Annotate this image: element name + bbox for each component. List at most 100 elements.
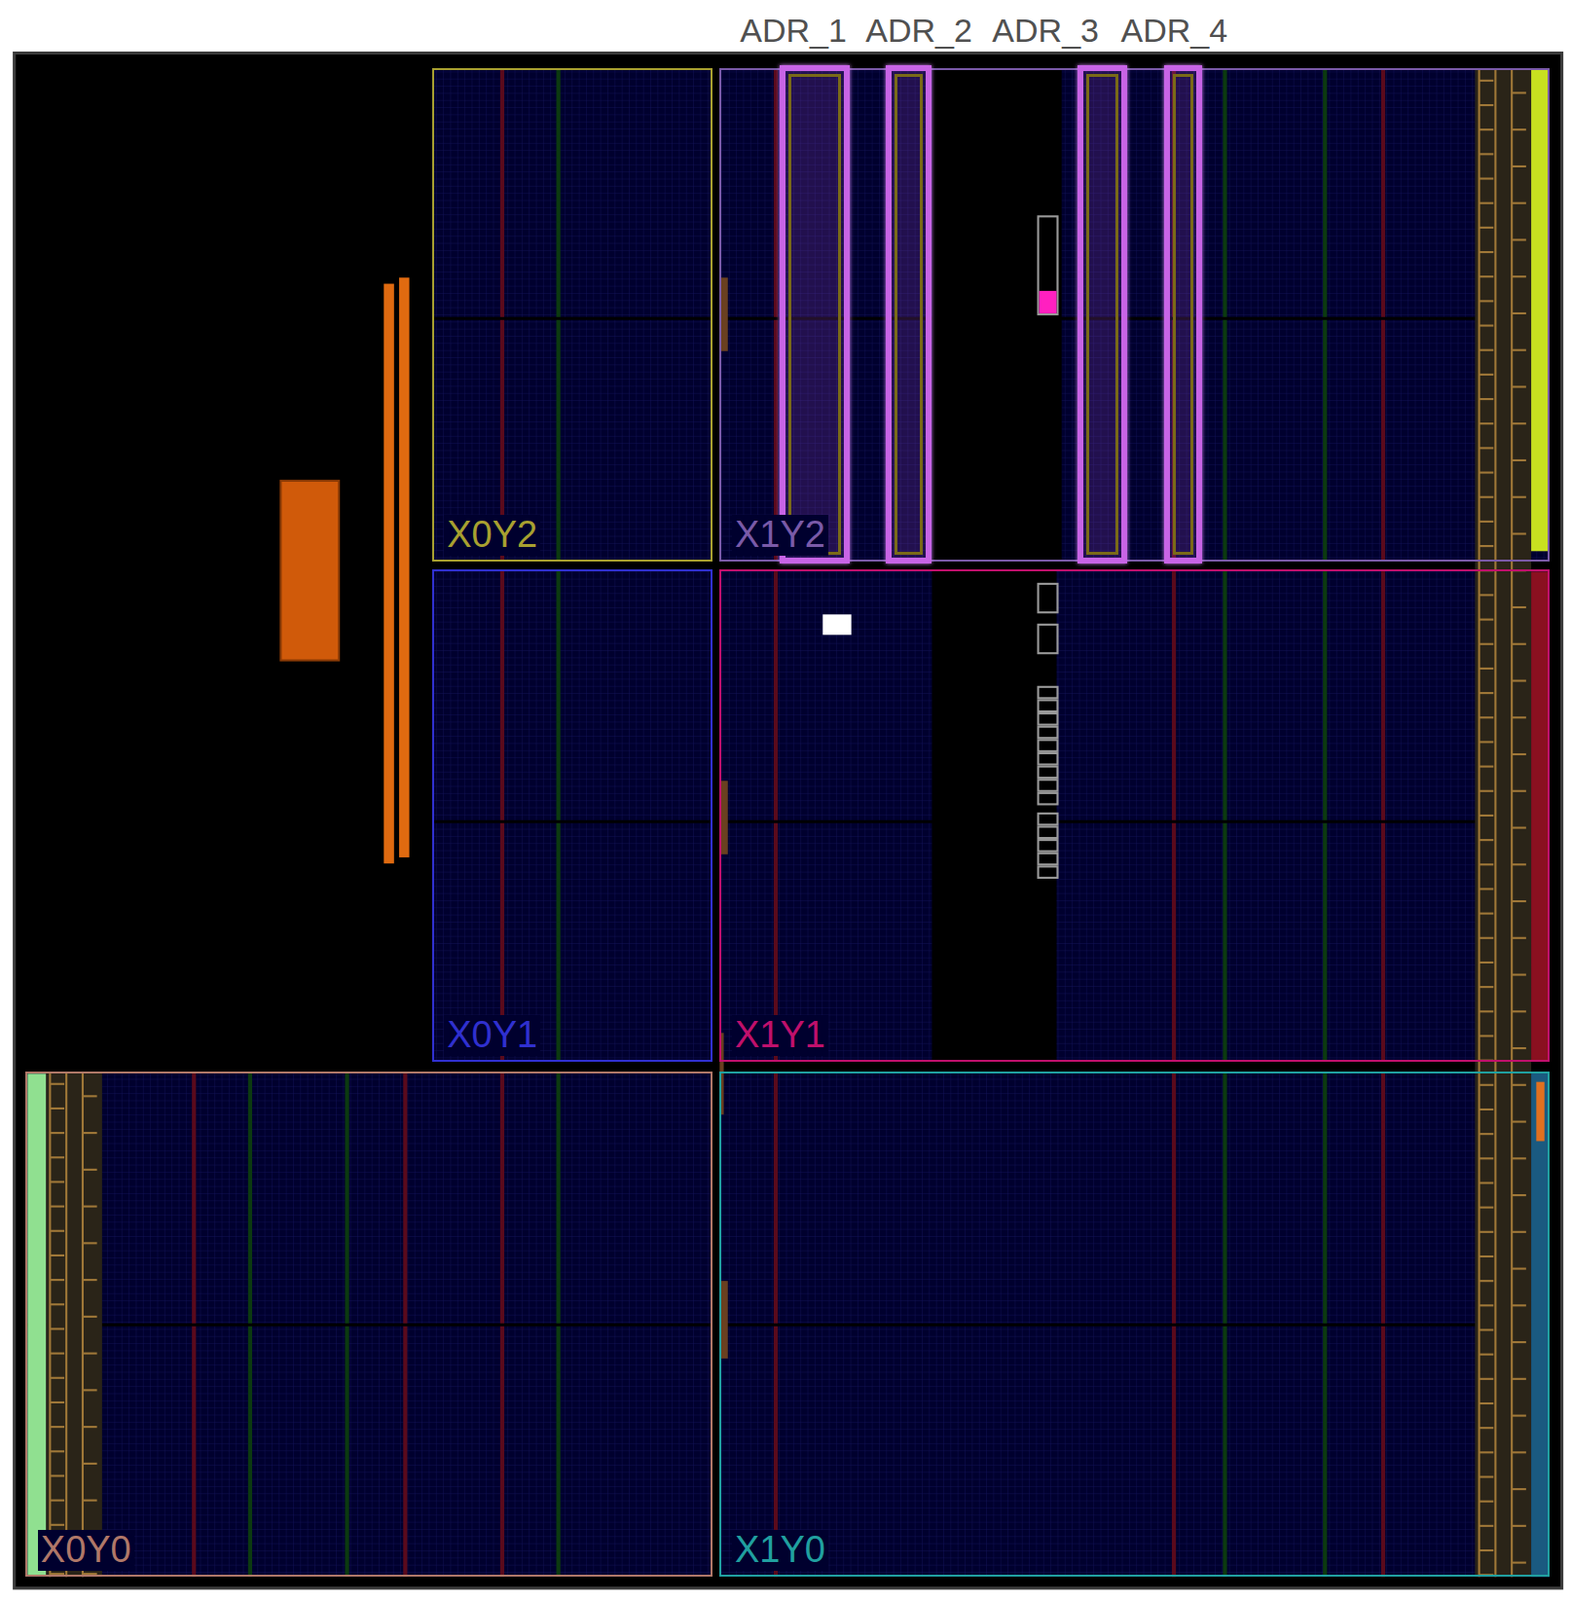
io-tick: [1511, 312, 1527, 315]
io-tick: [1511, 496, 1527, 499]
io-tick: [1479, 1402, 1495, 1405]
io-tick: [1479, 104, 1495, 107]
cell-site: [1038, 813, 1059, 826]
io-tick: [1479, 1378, 1495, 1381]
io-tick: [49, 1352, 65, 1355]
cell-site: [1038, 793, 1059, 805]
cell-column: [1038, 216, 1059, 315]
resource-column: [1322, 569, 1327, 1061]
pblock-label: ADR_4: [1121, 12, 1229, 49]
io-tick: [1511, 1378, 1527, 1381]
io-tick: [1479, 1426, 1495, 1429]
io-tick: [1479, 1304, 1495, 1307]
io-tick: [49, 1083, 65, 1086]
resource-column: [773, 569, 778, 1061]
placed-column: [383, 284, 394, 865]
io-tick: [1479, 226, 1495, 229]
clock-region: X1Y2ADR_1ADR_2ADR_3ADR_4: [719, 68, 1550, 562]
io-tick: [82, 1425, 98, 1428]
io-tick: [1511, 165, 1527, 168]
io-rail: [1478, 68, 1481, 1577]
io-tick: [1511, 128, 1527, 131]
cell-site: [1038, 727, 1059, 739]
placed-block: [280, 480, 339, 661]
io-tick: [1511, 1525, 1527, 1528]
io-rail: [1510, 68, 1513, 1577]
io-tick: [49, 1303, 65, 1306]
io-tick: [1511, 900, 1527, 903]
io-tick: [1479, 520, 1495, 523]
io-bank-mark: [1535, 1082, 1544, 1142]
resource-column: [773, 68, 778, 562]
pblock-inner-outline: [1086, 73, 1118, 555]
region-label: X0Y0: [37, 1530, 135, 1571]
pblock: ADR_1: [779, 65, 849, 564]
io-tick: [1511, 1084, 1527, 1087]
io-tick: [1479, 177, 1495, 180]
io-tick: [1479, 496, 1495, 499]
io-tick: [1479, 619, 1495, 622]
io-tick: [49, 1254, 65, 1257]
io-tick: [1479, 863, 1495, 866]
io-tick: [1511, 349, 1527, 352]
io-tick: [1511, 238, 1527, 241]
io-tick: [1479, 1181, 1495, 1184]
io-tick: [1479, 545, 1495, 548]
clock-region: X0Y0: [25, 1071, 713, 1577]
io-tick: [1479, 740, 1495, 743]
clock-region: X1Y1: [719, 569, 1550, 1061]
io-tick: [1511, 1488, 1527, 1491]
io-tick: [1479, 472, 1495, 475]
io-tick: [82, 1132, 98, 1134]
clock-row-divider: [432, 317, 713, 321]
io-tick: [82, 1388, 98, 1391]
io-tick: [1479, 349, 1495, 352]
io-tick: [1479, 1132, 1495, 1135]
io-tick: [1511, 275, 1527, 278]
io-tick: [1511, 1415, 1527, 1418]
io-tick: [49, 1156, 65, 1159]
region-label: X0Y2: [443, 514, 541, 556]
io-tick: [1479, 446, 1495, 449]
pblock-label: ADR_2: [865, 12, 973, 49]
io-tick: [82, 1095, 98, 1097]
resource-column: [1222, 68, 1227, 562]
resource-column: [1222, 569, 1227, 1061]
io-tick: [1479, 937, 1495, 940]
io-tick: [1511, 1304, 1527, 1307]
io-tick: [82, 1205, 98, 1208]
region-label: X1Y2: [731, 514, 829, 556]
io-tick: [1479, 1255, 1495, 1258]
io-tick: [1479, 766, 1495, 768]
io-tick: [1479, 1525, 1495, 1528]
clock-row-divider: [25, 1323, 713, 1327]
io-tick: [1479, 961, 1495, 964]
cell-site: [1038, 826, 1059, 839]
pblock-label: ADR_3: [991, 12, 1099, 49]
io-tick: [1511, 937, 1527, 940]
placed-column: [399, 277, 409, 858]
clock-region: X0Y1: [432, 569, 713, 1061]
io-tick: [49, 1425, 65, 1428]
fabric-grid: [719, 569, 1550, 1061]
io-tick: [1479, 275, 1495, 278]
io-tick: [1511, 91, 1527, 94]
io-tick: [82, 1499, 98, 1502]
clock-region: X0Y2: [432, 68, 713, 562]
resource-column: [1171, 569, 1176, 1061]
io-tick: [1479, 1108, 1495, 1111]
io-tick: [49, 1401, 65, 1404]
io-tick: [49, 1205, 65, 1208]
io-tick: [1479, 1549, 1495, 1552]
io-tick: [1511, 753, 1527, 756]
io-tick: [1479, 716, 1495, 719]
io-tick: [1479, 887, 1495, 890]
io-tick: [49, 1278, 65, 1281]
cell-site: [1038, 767, 1059, 779]
io-tick: [49, 1499, 65, 1502]
io-rail: [1494, 68, 1497, 1577]
pblock-inner-outline: [788, 73, 841, 555]
io-tick: [1479, 986, 1495, 988]
io-tick: [1511, 1451, 1527, 1454]
